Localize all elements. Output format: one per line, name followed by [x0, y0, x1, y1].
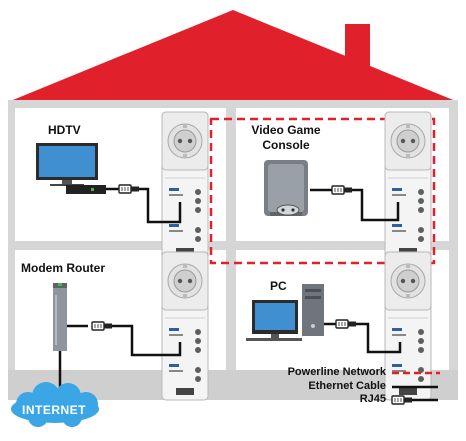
legend-powerline-label: Powerline Network	[287, 366, 386, 378]
modem-router-icon	[53, 283, 67, 351]
legend-rj45-swatch	[391, 395, 438, 405]
legend-ethernet-label: Ethernet Cable	[308, 380, 386, 392]
pc-icon	[246, 284, 324, 341]
modem-router-label: Modem Router	[21, 261, 105, 275]
hdtv-label: HDTV	[48, 123, 81, 137]
chimney	[345, 24, 370, 82]
cloud-icon	[11, 382, 99, 427]
powerline-adapter-icon	[161, 251, 209, 401]
roof	[8, 10, 458, 102]
video-game-console-label: Video Game Console	[251, 123, 321, 152]
powerline-adapter-icon	[161, 111, 209, 261]
game-console-icon	[264, 160, 308, 216]
pc-label: PC	[270, 279, 287, 293]
internet-label: INTERNET	[22, 403, 86, 417]
powerline-adapter-icon	[384, 251, 432, 401]
powerline-link	[209, 117, 436, 265]
powerline-adapter-icon	[384, 111, 432, 261]
ethernet-cable-console-adapter	[352, 188, 400, 222]
ethernet-cable-pc-adapter	[356, 322, 402, 354]
ethernet-cable-router-adapter	[112, 324, 182, 357]
hdtv-icon	[36, 143, 106, 194]
ethernet-cable-hdtv-adapter	[139, 187, 182, 224]
legend-rj45-label: RJ45	[359, 393, 386, 405]
